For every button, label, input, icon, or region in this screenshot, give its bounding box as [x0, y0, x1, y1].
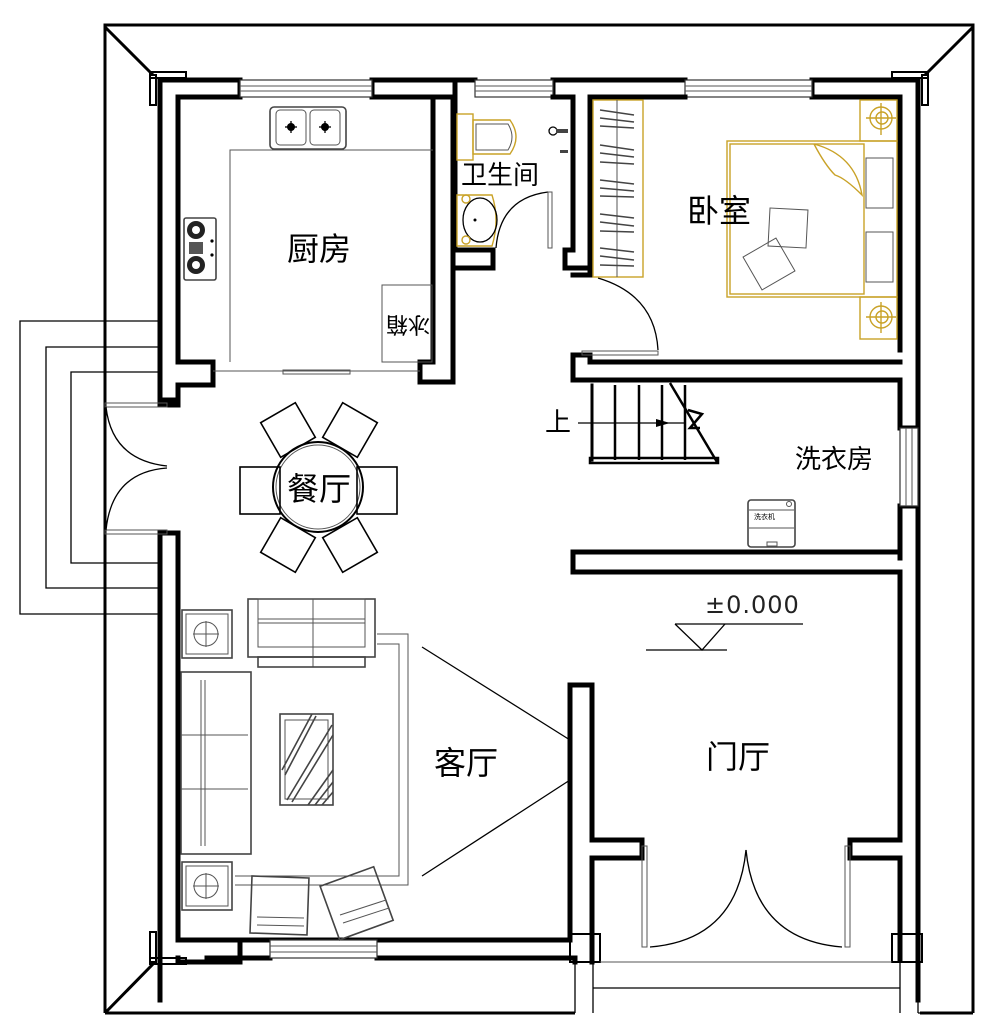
foyer-entrance-steps [574, 961, 973, 1014]
double-bed-icon [726, 140, 898, 298]
window-icon [269, 939, 378, 959]
room-label-bathroom: 卫生间 [461, 161, 540, 191]
nightstand-lamp-icon [859, 99, 898, 142]
toilet-icon [456, 113, 517, 161]
armchair-icon [249, 875, 310, 936]
bathroom-walls [450, 77, 593, 271]
washing-machine-icon [747, 499, 796, 548]
room-label-foyer: 门厅 [706, 738, 771, 776]
laundry-window [899, 427, 919, 507]
fridge-label-text: 冰箱 [385, 311, 430, 336]
wash-basin-icon [456, 194, 498, 247]
kitchen-counter [229, 149, 433, 362]
shower-head-icon [548, 126, 568, 153]
bedroom-walls [570, 94, 903, 383]
foyer-walls [569, 855, 923, 963]
double-door-icon [641, 845, 851, 948]
armchair-icon [319, 865, 395, 941]
exterior-walls [157, 77, 921, 1003]
elevation-label: ±0.000 [705, 591, 800, 619]
sofa-icon [247, 598, 376, 668]
staircase-icon [578, 382, 720, 465]
washer-label: 洗衣机 [754, 513, 775, 521]
window-icon [239, 79, 373, 98]
room-label-living: 客厅 [434, 744, 499, 782]
round-dining-table-icon [239, 401, 398, 574]
window-icon [474, 79, 554, 98]
room-label-bedroom: 卧室 [687, 192, 752, 230]
window-icon [899, 427, 919, 507]
tv-viewing-lines [421, 646, 571, 877]
coffee-table-icon [279, 713, 334, 806]
nightstand-lamp-icon [181, 609, 233, 659]
room-label-laundry: 洗衣房 [795, 445, 874, 475]
window-icon [684, 79, 813, 98]
nightstand-lamp-icon [859, 296, 898, 340]
laundry-walls [570, 549, 903, 575]
fridge-icon [381, 284, 433, 363]
room-label-dining: 餐厅 [287, 470, 352, 508]
stair-direction-label: 上 [545, 408, 572, 438]
double-door-icon [104, 402, 168, 535]
wardrobe-icon [592, 99, 644, 278]
kitchen-sliding-door [213, 369, 420, 375]
nightstand-lamp-icon [181, 861, 233, 911]
windows-top [239, 79, 813, 98]
bedroom-door [581, 277, 659, 356]
sofa-icon [180, 671, 252, 855]
elevation-marker-icon [646, 623, 803, 651]
living-walls [175, 682, 645, 965]
gas-stove-icon [183, 217, 217, 281]
bathroom-door [495, 191, 553, 249]
room-label-kitchen: 厨房 [287, 230, 352, 268]
left-porch-steps [19, 320, 160, 615]
living-window [269, 939, 378, 959]
rug [235, 633, 409, 886]
fridge-label: 冰箱 [384, 311, 432, 336]
double-sink-icon [269, 106, 347, 150]
